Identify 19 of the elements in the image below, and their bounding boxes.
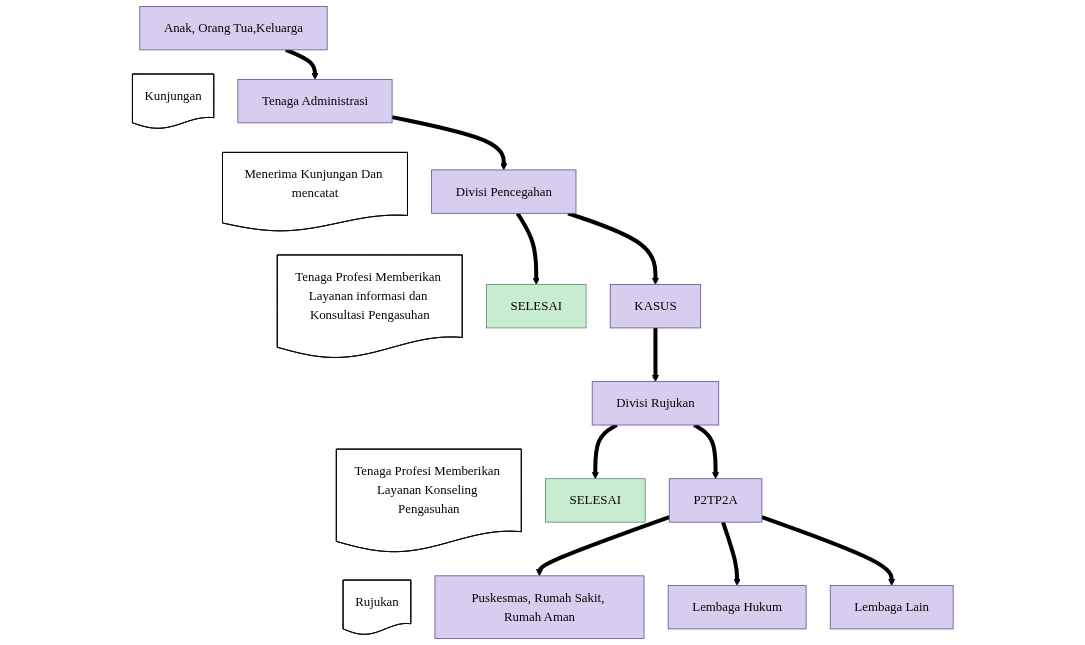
arrow — [535, 515, 670, 577]
arrow — [515, 212, 540, 285]
node-box: KASUS — [609, 284, 701, 329]
arrow — [760, 515, 895, 586]
node-box: Lembaga Lain — [829, 585, 954, 630]
node-box: Lembaga Hukum — [667, 585, 807, 630]
node-box: P2TP2A — [668, 478, 762, 523]
node-box: Divisi Rujukan — [591, 381, 719, 426]
arrow — [284, 48, 319, 80]
node-box: SELESAI — [485, 284, 587, 329]
node-box: SELESAI — [544, 478, 646, 523]
node-box: Tenaga Administrasi — [237, 79, 393, 124]
node-box: Anak, Orang Tua,Keluarga — [139, 6, 328, 51]
arrow — [567, 211, 659, 285]
arrow — [391, 115, 508, 171]
arrow — [651, 327, 659, 382]
arrow — [720, 521, 741, 586]
node-box: Puskesmas, Rumah Sakit, Rumah Aman — [434, 575, 645, 639]
node-box: Divisi Pencegahan — [430, 169, 577, 214]
